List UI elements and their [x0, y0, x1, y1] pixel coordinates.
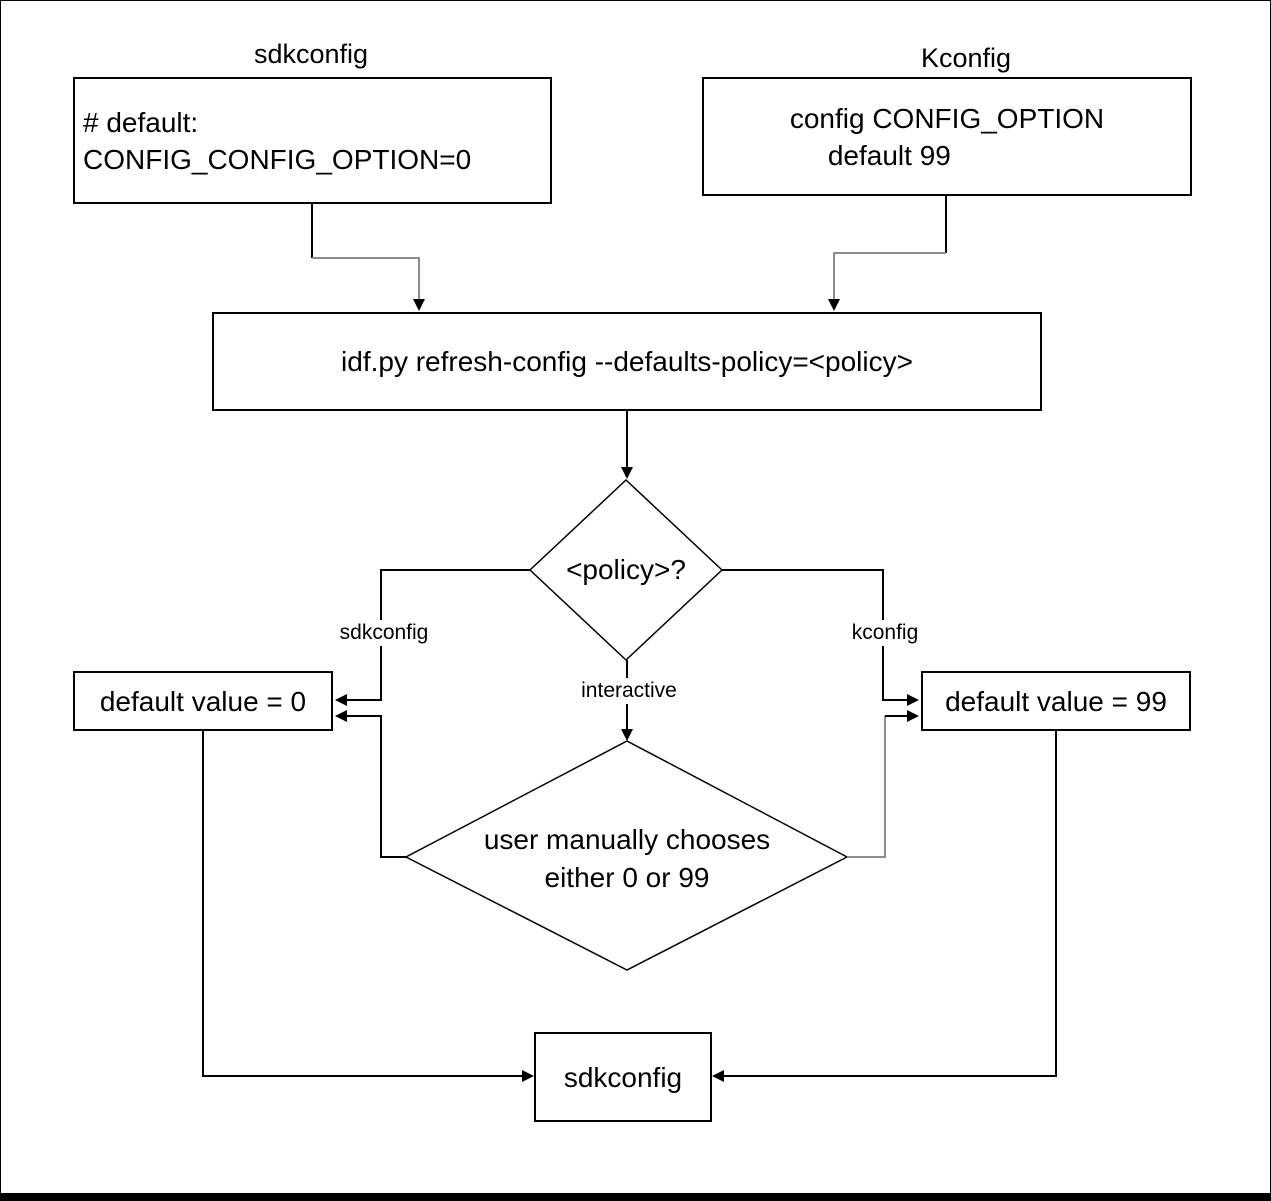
- kconfig-source-text: config CONFIG_OPTION default 99: [790, 100, 1104, 174]
- arrowhead-icon: [335, 710, 347, 722]
- arrowhead-icon: [907, 710, 919, 722]
- edge-label-interactive: interactive: [568, 678, 690, 704]
- node-command: idf.py refresh-config --defaults-policy=…: [212, 312, 1042, 411]
- edge-label-sdkconfig: sdkconfig: [326, 620, 442, 646]
- default-99-label: default value = 99: [945, 685, 1167, 717]
- edge-default0-to-output: [202, 731, 534, 1082]
- edge-command-to-policy: [621, 411, 633, 479]
- sdkconfig-source-line2: CONFIG_CONFIG_OPTION=0: [83, 143, 472, 175]
- arrowhead-icon: [335, 694, 347, 706]
- bottom-bar: [1, 1193, 1270, 1200]
- arrowhead-icon: [413, 299, 425, 311]
- manual-choice-line1: user manually chooses: [483, 824, 771, 855]
- arrowhead-icon: [712, 1070, 724, 1082]
- command-label: idf.py refresh-config --defaults-policy=…: [341, 346, 913, 377]
- node-sdkconfig-output: sdkconfig: [534, 1032, 712, 1122]
- kconfig-source-line2: default 99: [827, 139, 951, 171]
- edge-sdkconfig-to-command: [311, 204, 425, 311]
- edge-default99-to-output: [712, 731, 1057, 1082]
- manual-choice-line2: either 0 or 99: [544, 862, 710, 893]
- default-0-label: default value = 0: [99, 685, 307, 717]
- arrowhead-icon: [522, 1070, 534, 1082]
- sdkconfig-output-label: sdkconfig: [563, 1061, 683, 1093]
- diamond-manual-choice-shape: [404, 740, 849, 971]
- edge-label-kconfig: kconfig: [834, 620, 936, 646]
- edge-kconfig-to-command: [828, 196, 947, 311]
- arrowhead-icon: [828, 299, 840, 311]
- node-default-value-99: default value = 99: [921, 671, 1191, 731]
- diamond-policy-label: <policy>?: [566, 554, 686, 585]
- edge-manual-to-default0: [335, 710, 406, 858]
- kconfig-source-line1: config CONFIG_OPTION: [789, 102, 1105, 134]
- edge-manual-to-default99: [847, 710, 919, 858]
- arrowhead-icon: [907, 694, 919, 706]
- diamond-manual-choice-label: user manually chooses either 0 or 99: [407, 820, 847, 898]
- node-kconfig-source: config CONFIG_OPTION default 99: [702, 77, 1192, 196]
- node-sdkconfig-source: # default: CONFIG_CONFIG_OPTION=0: [73, 77, 552, 204]
- node-default-value-0: default value = 0: [73, 671, 333, 731]
- sdkconfig-source-line1: # default:: [83, 106, 199, 138]
- title-kconfig-source: Kconfig: [920, 43, 1012, 73]
- sdkconfig-source-text: # default: CONFIG_CONFIG_OPTION=0: [83, 104, 471, 178]
- arrowhead-icon: [621, 467, 633, 479]
- title-sdkconfig-source: sdkconfig: [253, 39, 369, 69]
- arrowhead-icon: [621, 729, 633, 741]
